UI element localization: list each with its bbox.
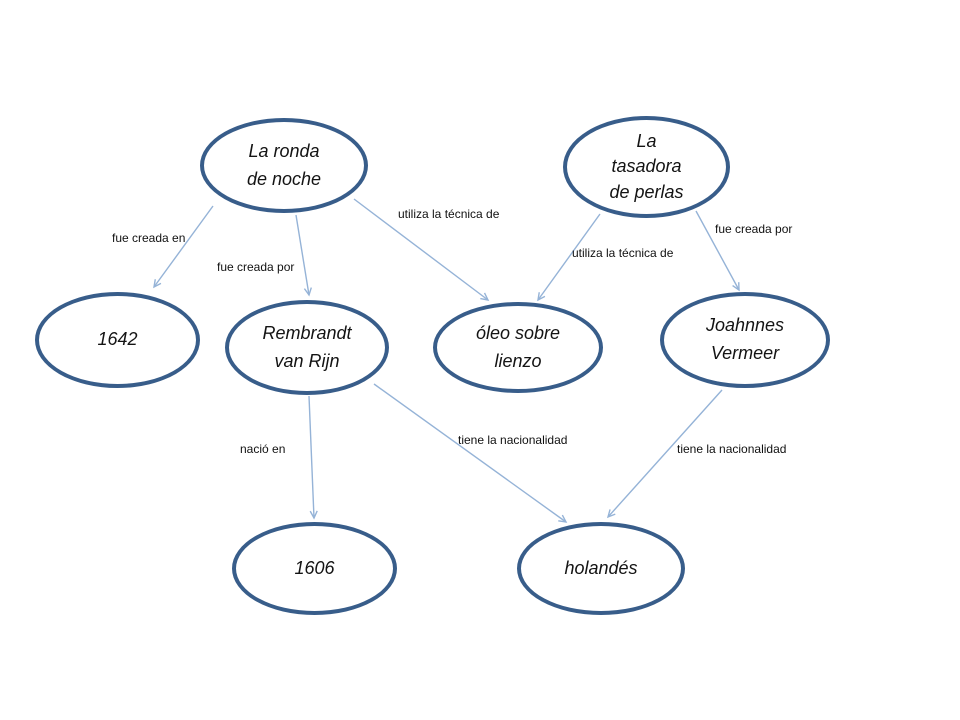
edge-rembrandt-1606 bbox=[308, 395, 318, 520]
node-la-tasadora-de-perlas: La tasadora de perlas bbox=[563, 116, 730, 218]
edge-tasadora-oleo bbox=[537, 213, 601, 302]
node-holandes: holandés bbox=[517, 522, 685, 615]
edge-rembrandt-holandes bbox=[373, 383, 568, 523]
node-oleo-sobre-lienzo: óleo sobre lienzo bbox=[433, 302, 603, 393]
edge-label-fue-creada-por-rembrandt: fue creada por bbox=[217, 260, 295, 274]
node-1606: 1606 bbox=[232, 522, 397, 615]
node-1642: 1642 bbox=[35, 292, 200, 388]
edge-label-tiene-nacionalidad-rembrandt: tiene la nacionalidad bbox=[458, 433, 568, 447]
edge-label-tiene-nacionalidad-vermeer: tiene la nacionalidad bbox=[677, 442, 787, 456]
node-joahnnes-vermeer: Joahnnes Vermeer bbox=[660, 292, 830, 388]
edge-vermeer-holandes bbox=[606, 389, 723, 519]
edge-label-utiliza-tecnica-ronda: utiliza la técnica de bbox=[398, 207, 500, 221]
node-rembrandt-van-rijn: Rembrandt van Rijn bbox=[225, 300, 389, 395]
edge-label-fue-creada-en: fue creada en bbox=[112, 231, 186, 245]
edge-ronda-oleo bbox=[353, 198, 490, 301]
edge-ronda-rembrandt bbox=[295, 214, 313, 297]
edge-label-fue-creada-por-vermeer: fue creada por bbox=[715, 222, 793, 236]
edge-ronda-1642 bbox=[153, 205, 214, 289]
node-la-ronda-de-noche: La ronda de noche bbox=[200, 118, 368, 213]
edge-tasadora-vermeer bbox=[695, 210, 740, 292]
edge-label-nacio-en: nació en bbox=[240, 442, 286, 456]
edge-label-utiliza-tecnica-tasadora: utiliza la técnica de bbox=[572, 246, 674, 260]
